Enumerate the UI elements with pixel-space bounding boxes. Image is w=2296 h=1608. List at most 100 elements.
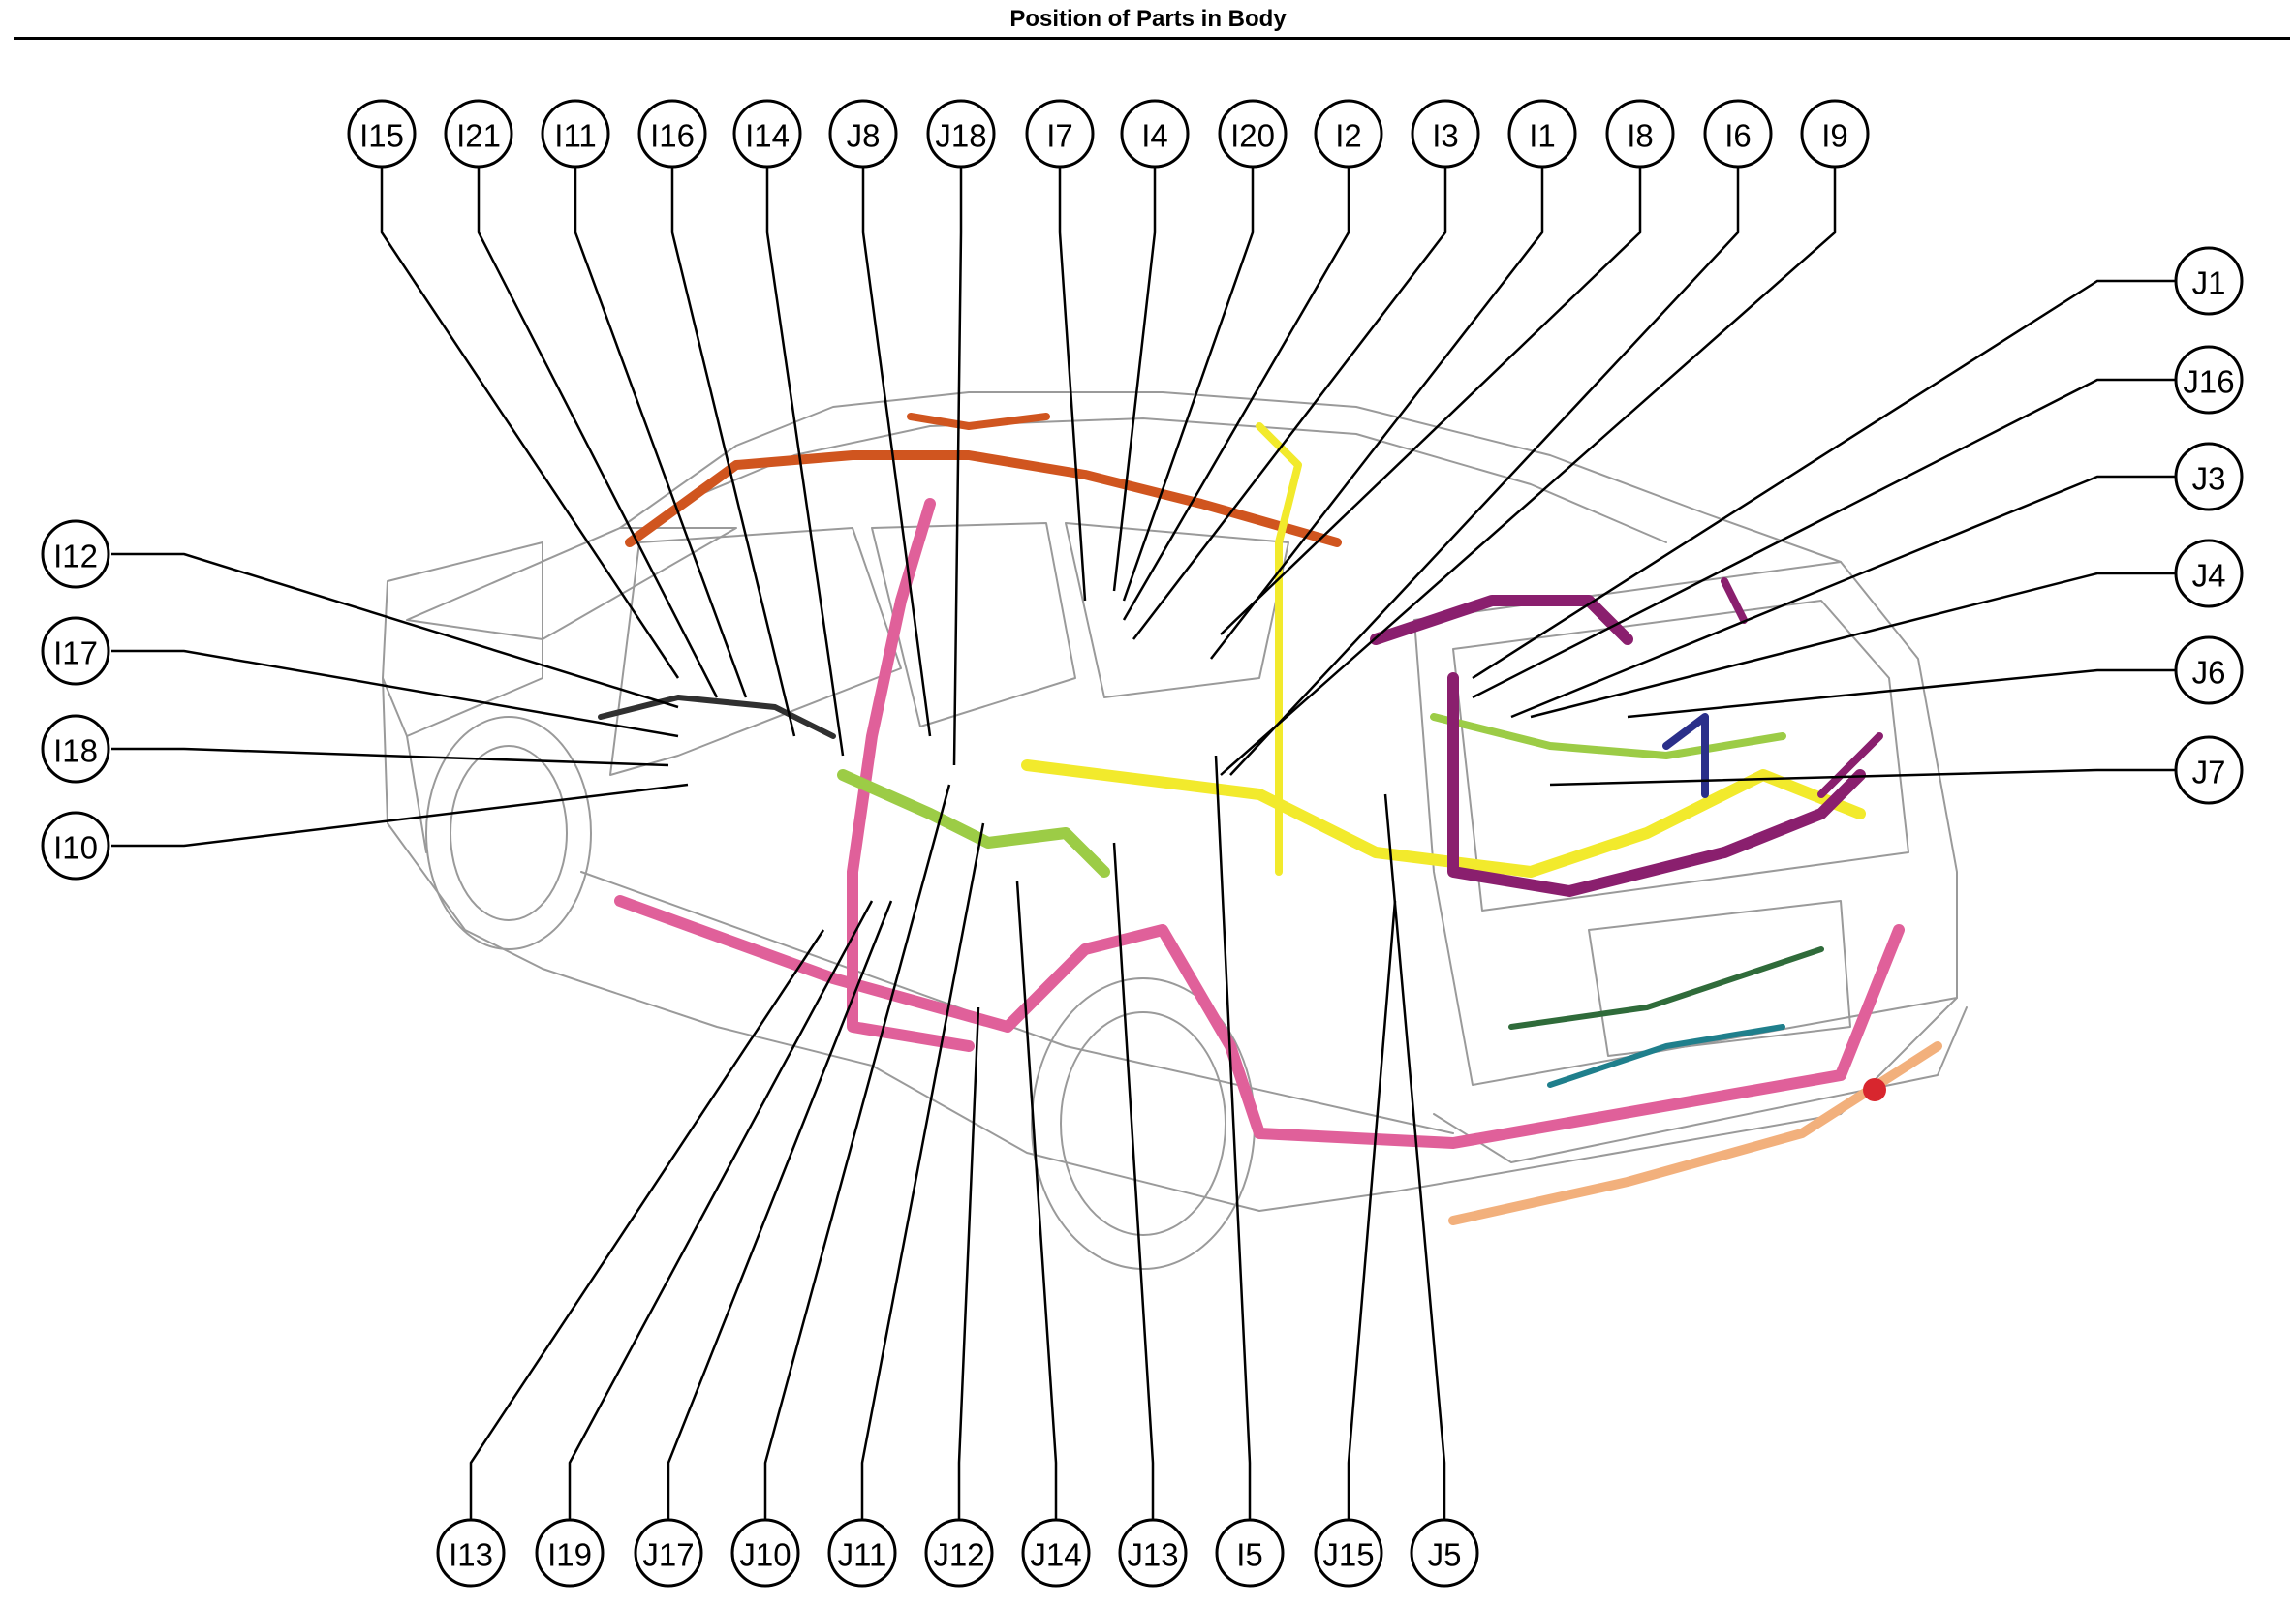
callout-i17-circle [41, 616, 110, 686]
callouts-left-labels: I12 I17 I18 I10 [53, 539, 98, 866]
door-harness-purple [1721, 577, 1883, 798]
callout-i12-circle [41, 519, 110, 589]
callout-i10-circle [41, 811, 110, 881]
callout-i6-label: I6 [1724, 118, 1752, 154]
callout-i3-circle [1411, 99, 1480, 169]
callout-i18-label: I18 [53, 733, 98, 769]
callout-j7-label: J7 [2192, 755, 2226, 790]
callout-i20-circle [1218, 99, 1288, 169]
callout-i1-label: I1 [1529, 118, 1556, 154]
callout-i9-circle [1800, 99, 1870, 169]
callout-i12-label: I12 [53, 539, 98, 574]
callout-i10-label: I10 [53, 830, 98, 866]
callout-j4-circle [2174, 539, 2244, 608]
center-harness-yellow [1021, 759, 1866, 878]
callout-j10-circle [730, 1518, 800, 1588]
callout-i3-label: I3 [1432, 118, 1459, 154]
connector-harness-blue [1662, 713, 1709, 798]
callout-j17-circle [634, 1518, 703, 1588]
callout-j14-label: J14 [1030, 1537, 1081, 1573]
callout-i9-label: I9 [1821, 118, 1848, 154]
callout-j18-circle [926, 99, 996, 169]
callout-i16-label: I16 [650, 118, 695, 154]
callouts-bottom [436, 1518, 1479, 1588]
callout-j8-circle [828, 99, 898, 169]
callout-j1-circle [2174, 246, 2244, 316]
callouts-bottom-labels: I13 I19 J17 J10 J11 J12 J14 J13 I5 J15 J… [449, 1537, 1461, 1573]
callout-j10-label: J10 [739, 1537, 791, 1573]
callout-i4-circle [1120, 99, 1190, 169]
callout-i2-label: I2 [1335, 118, 1362, 154]
callout-j15-label: J15 [1322, 1537, 1374, 1573]
callout-i4-label: I4 [1141, 118, 1168, 154]
callout-i14-circle [732, 99, 802, 169]
callout-j13-circle [1118, 1518, 1188, 1588]
callout-i21-label: I21 [456, 118, 501, 154]
roof-harness-orange-branch [907, 413, 1050, 430]
callout-j5-label: J5 [1428, 1537, 1462, 1573]
callout-j6-label: J6 [2192, 655, 2226, 691]
callout-i15-circle [347, 99, 417, 169]
callouts-right [2174, 246, 2244, 805]
callouts-top [347, 99, 1870, 169]
callout-i5-label: I5 [1236, 1537, 1263, 1573]
backdoor-harness-darkgreen [1508, 946, 1824, 1030]
callout-i7-circle [1025, 99, 1095, 169]
callout-i13-label: I13 [449, 1537, 493, 1573]
vehicle-body-outline [382, 391, 1968, 1270]
backdoor-harness-teal [1547, 1024, 1785, 1088]
callout-j5-circle [1410, 1518, 1479, 1588]
callout-j6-circle [2174, 635, 2244, 705]
callout-j3-circle [2174, 442, 2244, 511]
callout-i15-label: I15 [359, 118, 404, 154]
callout-i11-label: I11 [554, 118, 596, 154]
callout-j3-label: J3 [2192, 461, 2226, 497]
callout-i8-circle [1605, 99, 1675, 169]
callout-j8-label: J8 [847, 118, 881, 154]
callout-i11-circle [541, 99, 610, 169]
page-title: Position of Parts in Body [1009, 6, 1287, 32]
callout-i13-circle [436, 1518, 506, 1588]
quarter-harness-purple [1370, 595, 1866, 897]
roof-harness-orange [625, 450, 1342, 547]
pillar-harness-pink [847, 498, 975, 1052]
callout-j15-circle [1314, 1518, 1383, 1588]
callout-i19-label: I19 [547, 1537, 592, 1573]
title-rule [14, 37, 2290, 40]
rear-light-connector-red [1863, 1078, 1886, 1101]
callout-j18-label: J18 [935, 118, 986, 154]
callout-i14-label: I14 [745, 118, 790, 154]
callout-j4-label: J4 [2192, 558, 2226, 594]
callouts-right-labels: J1 J16 J3 J4 J6 J7 [2183, 265, 2234, 790]
callout-i6-circle [1703, 99, 1773, 169]
front-door-harness-dark [598, 695, 836, 739]
callout-j12-circle [924, 1518, 994, 1588]
wire-harness-group [598, 413, 1942, 1225]
callout-leader-lines [111, 160, 2175, 1545]
callout-j17-label: J17 [642, 1537, 694, 1573]
callout-j13-label: J13 [1127, 1537, 1178, 1573]
callout-i17-label: I17 [53, 635, 98, 671]
callouts-top-labels: I15 I21 I11 I16 I14 J8 J18 I7 I4 I20 I2 … [359, 118, 1848, 154]
callout-i21-circle [444, 99, 513, 169]
callout-i16-circle [637, 99, 707, 169]
floor-harness-pink [614, 895, 1905, 1149]
roof-harness-yellow [1256, 422, 1302, 876]
callout-j11-label: J11 [838, 1537, 887, 1573]
callout-j7-circle [2174, 735, 2244, 805]
callout-j16-circle [2174, 345, 2244, 415]
callout-i1-circle [1507, 99, 1577, 169]
callout-j1-label: J1 [2192, 265, 2226, 301]
callout-i2-circle [1314, 99, 1383, 169]
callout-i8-label: I8 [1627, 118, 1654, 154]
callout-i19-circle [535, 1518, 605, 1588]
callout-i7-label: I7 [1046, 118, 1073, 154]
callouts-left [41, 519, 110, 881]
callout-i20-label: I20 [1230, 118, 1275, 154]
dash-harness-green [837, 769, 1110, 878]
callout-j11-circle [827, 1518, 897, 1588]
body-harness-green [1430, 713, 1786, 759]
callout-j12-label: J12 [933, 1537, 984, 1573]
callout-i5-circle [1215, 1518, 1285, 1588]
